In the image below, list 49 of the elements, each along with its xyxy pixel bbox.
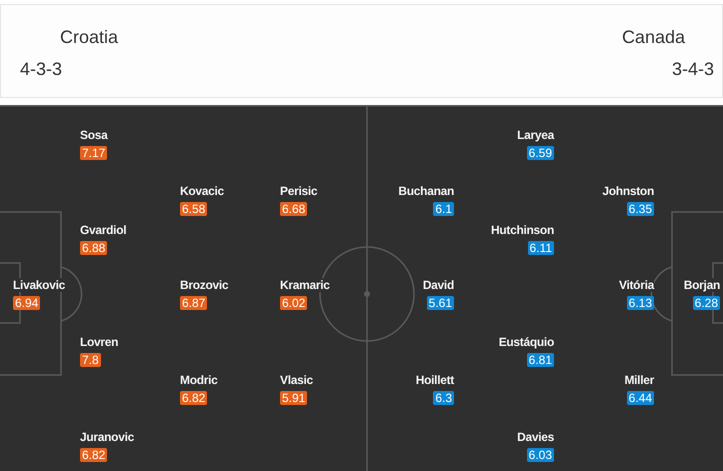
- player-name: Miller: [624, 373, 654, 387]
- rating-badge: 7.8: [80, 353, 101, 367]
- rating-badge: 6.44: [626, 391, 654, 405]
- rating-badge: 6.02: [280, 296, 308, 310]
- team-name: Croatia: [60, 27, 118, 47]
- player-name: Kramaric: [280, 278, 330, 292]
- rating-badge: 6.68: [280, 202, 308, 216]
- player-name: Lovren: [80, 335, 118, 349]
- rating-badge: 6.81: [526, 353, 554, 367]
- rating-badge: 6.35: [626, 202, 654, 216]
- player-name: Borjan: [684, 278, 720, 292]
- player-name: Vitória: [618, 278, 654, 292]
- player-name: Laryea: [517, 128, 554, 142]
- rating-badge: 5.61: [426, 296, 454, 310]
- rating-badge: 6.11: [528, 241, 554, 255]
- rating-badge: 6.58: [180, 202, 208, 216]
- player-name: Juranovic: [80, 430, 134, 444]
- player-name: Livakovic: [13, 278, 65, 292]
- player-name: Brozovic: [180, 278, 228, 292]
- player-name: Vlasic: [280, 373, 313, 387]
- player-name: Kovacic: [180, 184, 224, 198]
- player-name: Hutchinson: [491, 223, 554, 237]
- rating-badge: 6.88: [80, 241, 108, 255]
- rating-badge: 5.91: [280, 391, 308, 405]
- player-name: Johnston: [602, 184, 654, 198]
- rating-badge: 6.28: [692, 296, 720, 310]
- rating-badge: 6.87: [180, 296, 208, 310]
- formation-label: 3-4-3: [672, 59, 714, 79]
- rating-badge: 6.03: [526, 448, 554, 462]
- rating-badge: 6.82: [180, 391, 208, 405]
- rating-badge: 6.3: [433, 391, 454, 405]
- player-name: Buchanan: [398, 184, 454, 198]
- player-name: Gvardiol: [80, 223, 126, 237]
- rating-badge: 6.1: [433, 202, 454, 216]
- rating-badge: 6.13: [626, 296, 654, 310]
- rating-badge: 6.59: [526, 146, 554, 160]
- player-name: Perisic: [280, 184, 318, 198]
- rating-badge: 6.82: [80, 448, 108, 462]
- rating-badge: 7.17: [80, 146, 108, 160]
- player-name: David: [422, 278, 454, 292]
- player-name: Eustáquio: [498, 335, 554, 349]
- rating-badge: 6.94: [13, 296, 40, 310]
- player-name: Sosa: [80, 128, 108, 142]
- player-name: Davies: [517, 430, 554, 444]
- team-name: Canada: [622, 27, 685, 47]
- formation-label: 4-3-3: [20, 59, 62, 79]
- player-name: Modric: [180, 373, 218, 387]
- player-name: Hoillett: [416, 373, 454, 387]
- header-card: [0, 4, 723, 98]
